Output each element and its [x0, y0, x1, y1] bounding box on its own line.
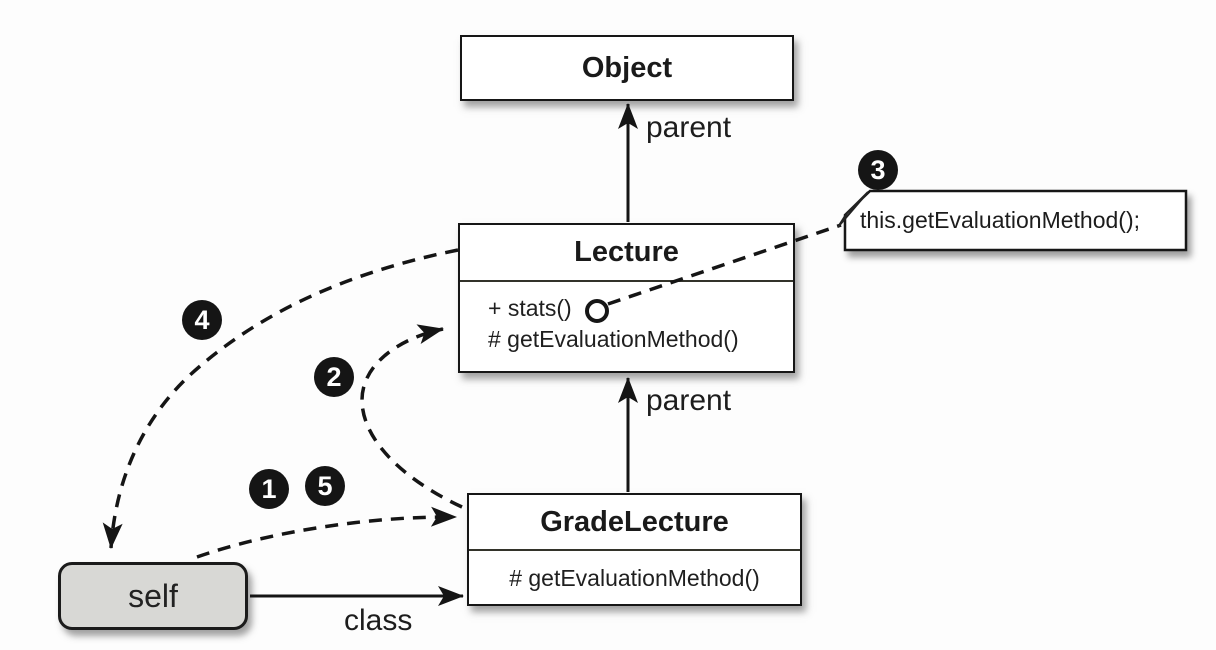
class-box-object: Object [460, 35, 794, 101]
self-node: self [58, 562, 248, 630]
method-label-get-evaluation: # getEvaluationMethod() [488, 326, 739, 352]
class-title-object: Object [581, 51, 673, 84]
self-label: self [128, 577, 178, 614]
method-label-stats: + stats() [488, 295, 572, 321]
note-code-text: this.getEvaluationMethod(); [860, 207, 1140, 233]
dashed-arrow-step-2-gradelecture-to-lecture [360, 324, 463, 509]
method-row-stats: + stats() [488, 293, 793, 324]
class-methods-grade-lecture: # getEvaluationMethod() [469, 551, 800, 605]
step-badge-2: 2 [314, 357, 354, 397]
class-box-lecture: Lecture + stats() # getEvaluationMethod(… [458, 223, 795, 373]
dashed-arrow-step-4-lecture-to-self [102, 248, 459, 549]
step-badge-4: 4 [182, 300, 222, 340]
method-row-get-evaluation: # getEvaluationMethod() [488, 324, 793, 355]
class-box-grade-lecture: GradeLecture # getEvaluationMethod() [467, 493, 802, 606]
step-badge-1: 1 [249, 469, 289, 509]
dashed-arrow-step-1-5-self-to-gradelecture [196, 506, 457, 559]
step-badge-3: 3 [858, 150, 898, 190]
class-methods-lecture: + stats() # getEvaluationMethod() [460, 282, 793, 355]
method-label-get-evaluation: # getEvaluationMethod() [509, 564, 760, 591]
edge-label-parent-object: parent [646, 111, 732, 144]
edge-label-class: class [344, 604, 413, 637]
method-row-get-evaluation: # getEvaluationMethod() [509, 563, 760, 594]
class-title-lecture: Lecture [460, 225, 793, 282]
step-badge-5: 5 [305, 466, 345, 506]
edge-label-parent-lecture: parent [646, 384, 732, 417]
class-title-grade-lecture: GradeLecture [469, 495, 800, 551]
